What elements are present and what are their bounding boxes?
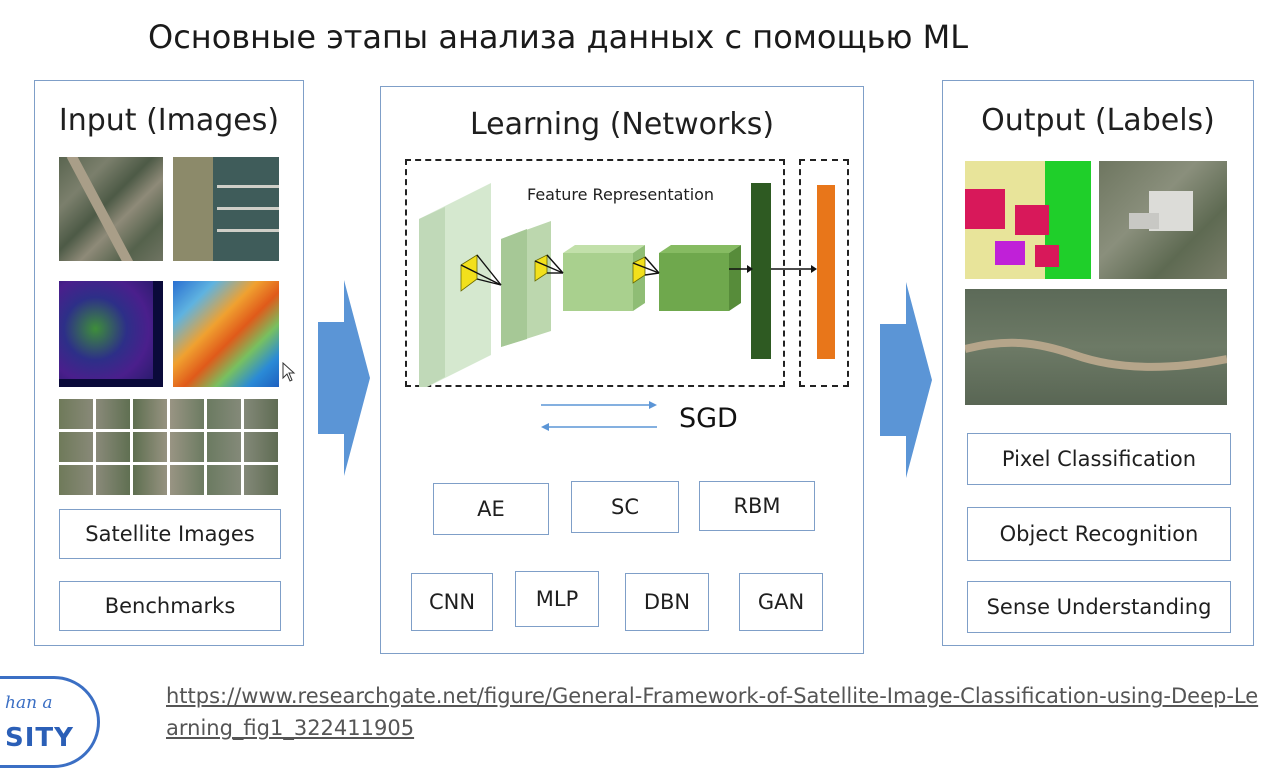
method-box-gan: GAN xyxy=(739,573,823,631)
object-recognition-box: Object Recognition xyxy=(967,507,1231,561)
benchmark-image-grid xyxy=(59,399,279,495)
output-panel-title: Output (Labels) xyxy=(981,103,1215,138)
method-box-dbn: DBN xyxy=(625,573,709,631)
source-url-link[interactable]: https://www.researchgate.net/figure/Gene… xyxy=(166,684,1259,740)
mouse-cursor-icon xyxy=(282,362,296,382)
satellite-image-urban xyxy=(59,157,163,261)
university-logo: han a SITY xyxy=(0,676,100,768)
sense-understanding-box: Sense Understanding xyxy=(967,581,1231,633)
learning-panel-title: Learning (Networks) xyxy=(469,107,775,142)
flow-arrow-right-2 xyxy=(880,282,932,478)
feature-representation-region xyxy=(405,159,785,387)
input-panel: Input (Images) Satellite Images Benchmar… xyxy=(34,80,304,646)
logo-main-text: SITY xyxy=(5,723,74,753)
building-detection-image xyxy=(1099,161,1227,279)
flow-arrow-right-1 xyxy=(318,280,370,476)
cnn-layers-diagram xyxy=(419,183,835,387)
elevation-map-image xyxy=(173,281,279,387)
method-box-mlp: MLP xyxy=(515,571,599,627)
learning-panel: Learning (Networks) Feature Representati… xyxy=(380,86,864,654)
road-segmentation-image xyxy=(965,289,1227,405)
method-box-sc: SC xyxy=(571,481,679,533)
hyperspectral-cube-image xyxy=(59,281,163,387)
satellite-image-harbor xyxy=(173,157,279,261)
satellite-images-box: Satellite Images xyxy=(59,509,281,559)
land-cover-classification-map xyxy=(965,161,1091,279)
benchmarks-box: Benchmarks xyxy=(59,581,281,631)
method-box-cnn: CNN xyxy=(411,573,493,631)
input-panel-title: Input (Images) xyxy=(58,103,280,138)
classifier-region xyxy=(799,159,849,387)
sgd-forward-backward-arrows xyxy=(541,401,657,431)
method-box-rbm: RBM xyxy=(699,481,815,531)
feature-representation-label: Feature Representation xyxy=(527,185,715,204)
method-box-ae: AE xyxy=(433,483,549,535)
logo-top-text: han a xyxy=(5,693,53,713)
output-panel: Output (Labels) Pixel Classification Obj… xyxy=(942,80,1254,646)
pixel-classification-box: Pixel Classification xyxy=(967,433,1231,485)
slide-title: Основные этапы анализа данных с помощью … xyxy=(148,18,969,56)
sgd-label: SGD xyxy=(679,403,738,434)
